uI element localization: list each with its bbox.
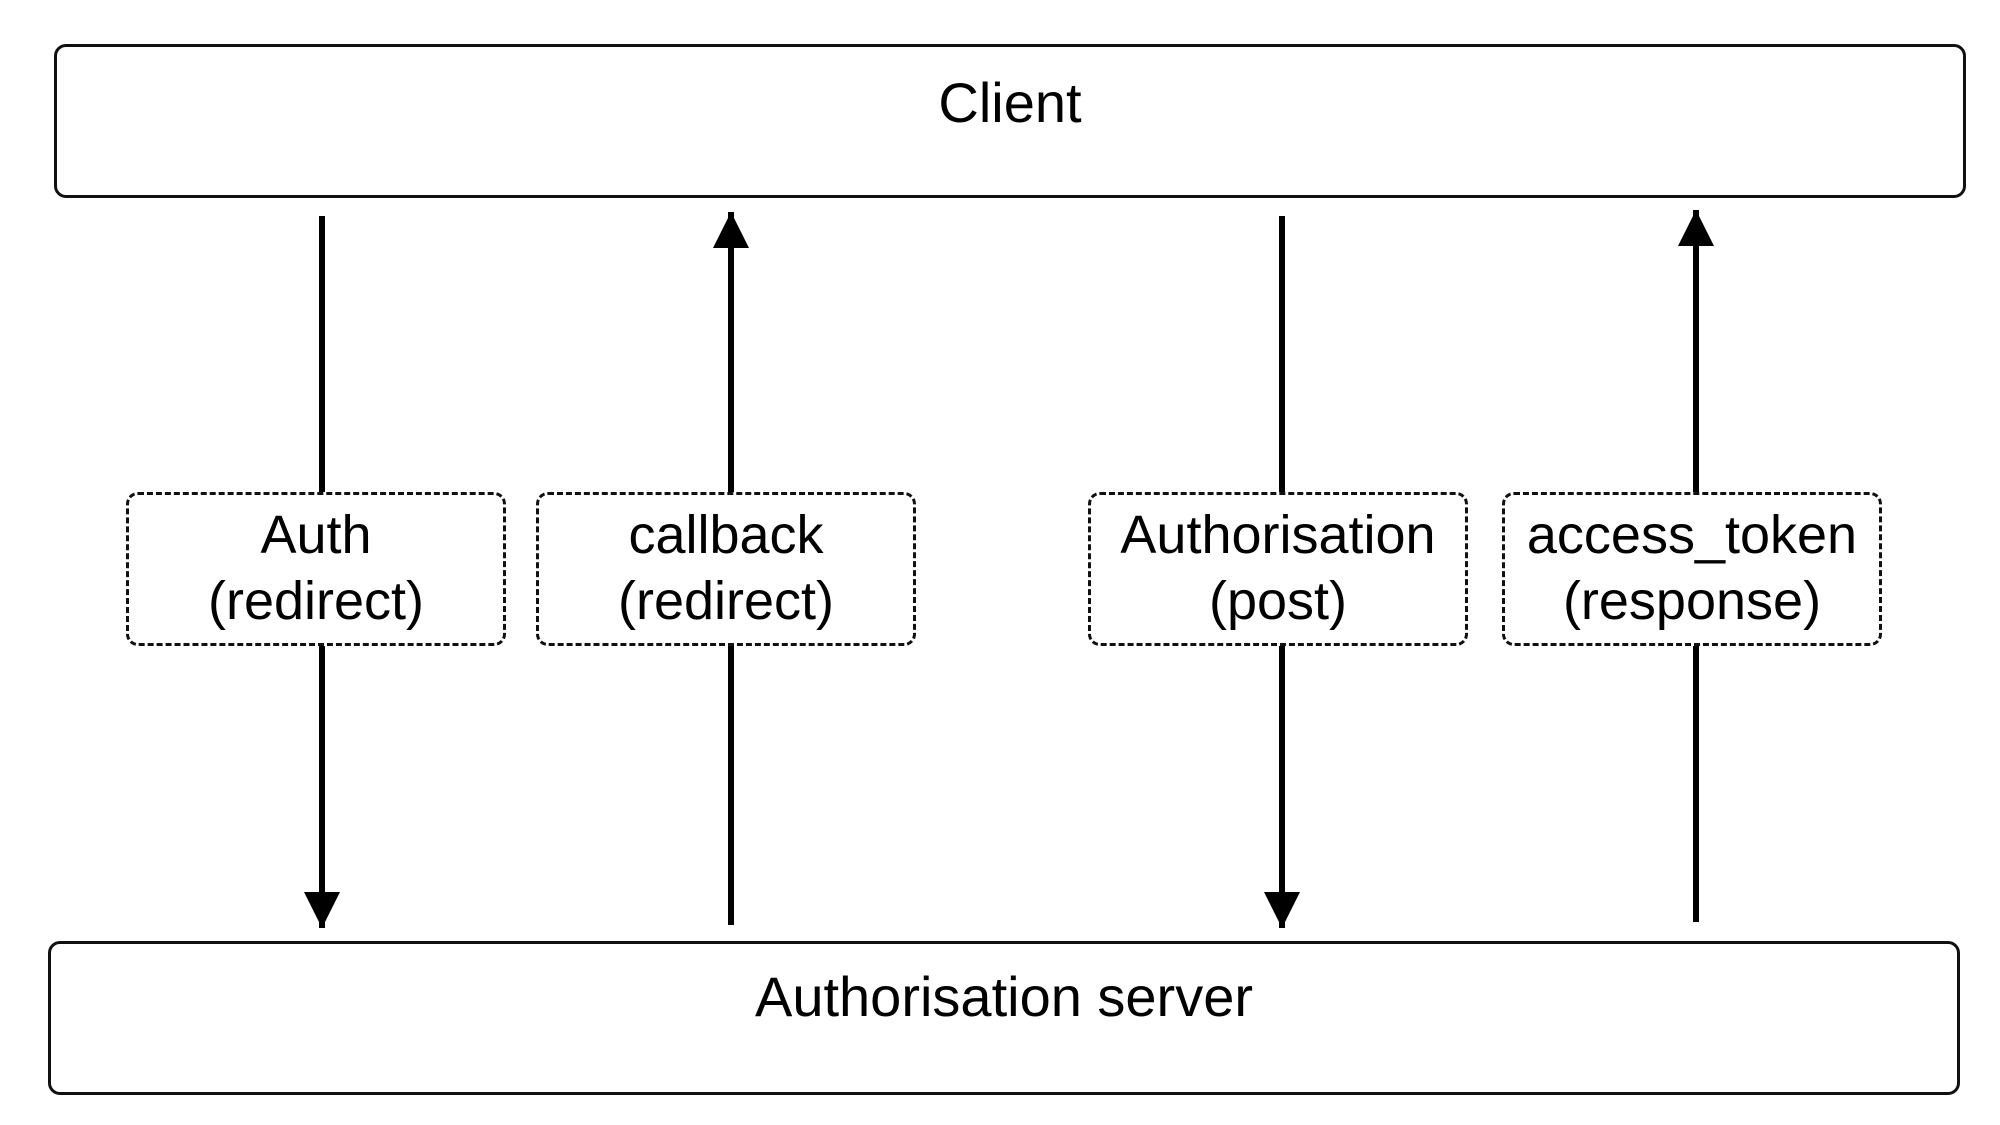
- auth-label-name: Auth: [260, 505, 372, 566]
- authorisation-server-label: Authorisation server: [754, 965, 1253, 1028]
- access-token-label-name: access_token: [1526, 505, 1858, 566]
- authorisation-post-label: Authorisation (post): [1088, 492, 1468, 646]
- access-token-label-detail: (response): [1562, 571, 1822, 631]
- authorisation-label-name: Authorisation: [1120, 505, 1436, 566]
- client-box: Client: [54, 44, 1966, 198]
- access-token-response-label: access_token (response): [1502, 492, 1882, 646]
- authorisation-label-detail: (post): [1208, 571, 1348, 631]
- auth-redirect-label: Auth (redirect): [126, 492, 506, 646]
- callback-label-name: callback: [628, 505, 824, 566]
- authorisation-server-box: Authorisation server: [48, 941, 1960, 1095]
- auth-label-detail: (redirect): [207, 571, 425, 631]
- client-label: Client: [938, 71, 1082, 134]
- callback-redirect-label: callback (redirect): [536, 492, 916, 646]
- callback-label-detail: (redirect): [617, 571, 835, 631]
